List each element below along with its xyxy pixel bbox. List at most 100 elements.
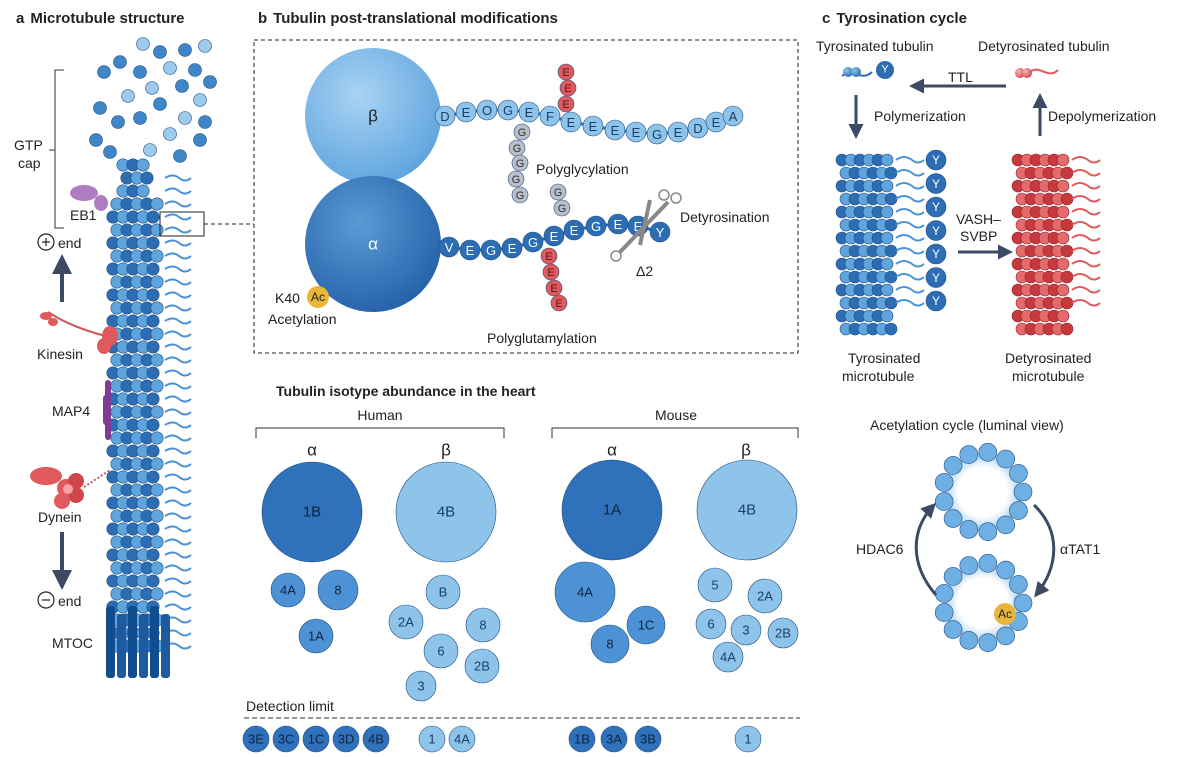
c-terminal-tail bbox=[164, 603, 192, 611]
eb1-protein bbox=[70, 185, 108, 211]
human-beta-isotype-label: 8 bbox=[479, 617, 487, 633]
mouse-alpha-isotype-label: 8 bbox=[606, 636, 614, 652]
tyrosinated-tail bbox=[895, 195, 925, 203]
detyrosinated-lattice-bead bbox=[1056, 309, 1070, 323]
c-terminal-tail bbox=[164, 408, 192, 416]
tyrosinated-tail bbox=[895, 273, 925, 281]
tyrosinated-tail bbox=[895, 260, 925, 268]
c-terminal-tail bbox=[164, 525, 192, 533]
free-tubulin-dimer bbox=[136, 37, 150, 51]
c-terminal-tail bbox=[164, 434, 192, 442]
below-limit-isotype-label: 3E bbox=[248, 731, 264, 747]
c-terminal-tail bbox=[164, 395, 192, 403]
glutamate-bead bbox=[550, 294, 568, 312]
protofilament-bead bbox=[1009, 575, 1028, 594]
beta-tail-residue bbox=[667, 121, 689, 143]
lattice-tubulin bbox=[150, 431, 164, 445]
detyrosinated-lattice-bead bbox=[1056, 283, 1070, 297]
lattice-tubulin bbox=[146, 340, 160, 354]
map4-label: MAP4 bbox=[52, 403, 91, 419]
tyrosinated-lattice-bead bbox=[880, 205, 894, 219]
human-beta-isotype-label: 3 bbox=[417, 678, 425, 694]
c-terminal-tail bbox=[164, 369, 192, 377]
c-terminal-tail bbox=[164, 213, 192, 221]
beta-tail-residue bbox=[476, 99, 498, 121]
free-tubulin-dimer bbox=[163, 127, 177, 141]
glycine-bead bbox=[511, 186, 529, 204]
below-limit-isotype bbox=[332, 725, 360, 753]
mouse-alpha-isotype-label: 4A bbox=[577, 584, 593, 600]
lattice-tubulin bbox=[140, 171, 154, 185]
c-terminal-tail bbox=[164, 590, 192, 598]
protofilament-bead bbox=[1013, 593, 1033, 613]
human-alpha-isotype-label: 4A bbox=[280, 582, 296, 598]
scissors-icon bbox=[610, 189, 682, 262]
below-limit-isotype-label: 1 bbox=[744, 731, 752, 747]
tyrosinated-lattice-bead bbox=[880, 257, 894, 271]
c-terminal-tail bbox=[164, 239, 192, 247]
k40-acetyl-bead bbox=[307, 286, 329, 308]
human-beta-isotype bbox=[405, 670, 437, 702]
glutamate-bead bbox=[545, 279, 563, 297]
glycine-letter: G bbox=[516, 158, 525, 170]
tyrosine-letter: Y bbox=[931, 270, 941, 285]
gtp-label: GTP bbox=[14, 137, 43, 153]
lattice-tubulin bbox=[136, 184, 150, 198]
beta-residue-letter: O bbox=[482, 103, 492, 118]
tyrosinated-lattice-bead bbox=[880, 179, 894, 193]
protofilament-bead bbox=[959, 631, 979, 650]
glycine-letter: G bbox=[516, 190, 525, 202]
free-tubulin-dimer bbox=[153, 97, 167, 111]
free-tubulin-dimer bbox=[153, 45, 167, 59]
beta-residue-letter: D bbox=[693, 121, 702, 136]
c-terminal-tail bbox=[164, 174, 192, 182]
protofilament-bead bbox=[1009, 464, 1028, 483]
lattice-tubulin bbox=[150, 587, 164, 601]
glutamate-bead bbox=[557, 95, 575, 113]
detyrosinated-tail bbox=[1071, 169, 1101, 177]
alpha-residue-letter: V bbox=[445, 240, 454, 255]
polyglutamylation-label: Polyglutamylation bbox=[487, 330, 597, 346]
lattice-tubulin bbox=[150, 327, 164, 341]
below-limit-isotype bbox=[242, 725, 270, 753]
minus-end-label: end bbox=[58, 593, 82, 609]
tyrosinated-lattice-bead bbox=[880, 153, 894, 167]
c-terminal-tail bbox=[164, 187, 192, 195]
mouse-beta-isotype bbox=[696, 459, 798, 561]
tyrosinated-tail bbox=[895, 299, 925, 307]
human-bracket bbox=[255, 427, 505, 438]
free-tubulin-dimer bbox=[193, 93, 207, 107]
gtp-cap-bracket bbox=[49, 69, 64, 229]
below-limit-isotype-label: 3B bbox=[640, 731, 656, 747]
beta-tail-residue bbox=[582, 115, 604, 137]
c-terminal-tail bbox=[164, 356, 192, 364]
tyrosine-bead bbox=[925, 290, 947, 312]
free-tubulin-dimer bbox=[103, 145, 117, 159]
dynein-motor bbox=[30, 467, 111, 509]
alpha-tail-residue bbox=[563, 219, 585, 241]
lattice-tubulin bbox=[146, 574, 160, 588]
lattice-tubulin bbox=[146, 366, 160, 380]
alpha-residue-letter: E bbox=[508, 241, 517, 256]
detyrosinated-lattice-bead bbox=[1060, 322, 1074, 336]
protofilament-bead bbox=[934, 473, 954, 492]
detyrosinated-tail bbox=[1071, 299, 1101, 307]
c-terminal-tail bbox=[164, 447, 192, 455]
alpha-tail-residue bbox=[543, 225, 565, 247]
below-limit-isotype-label: 4A bbox=[454, 731, 470, 747]
plus-end-label: end bbox=[58, 235, 82, 251]
lattice-tubulin bbox=[150, 301, 164, 315]
lattice-tubulin bbox=[146, 210, 160, 224]
alpha-tail-residue bbox=[649, 221, 671, 243]
lumen-interior bbox=[945, 454, 1021, 530]
protofilament-bead bbox=[943, 509, 963, 528]
detyrosinated-tail bbox=[1071, 273, 1101, 281]
lattice-tubulin bbox=[150, 197, 164, 211]
human-alpha-isotype bbox=[261, 461, 363, 563]
tyrosinated-tail bbox=[895, 169, 925, 177]
human-alpha-isotype-label: 8 bbox=[334, 582, 342, 598]
free-tubulin-dimer bbox=[133, 65, 147, 79]
detyrosinated-lattice-bead bbox=[1060, 192, 1074, 206]
tyrosine-bead bbox=[925, 173, 947, 194]
free-tubulin-dimer bbox=[113, 55, 127, 69]
